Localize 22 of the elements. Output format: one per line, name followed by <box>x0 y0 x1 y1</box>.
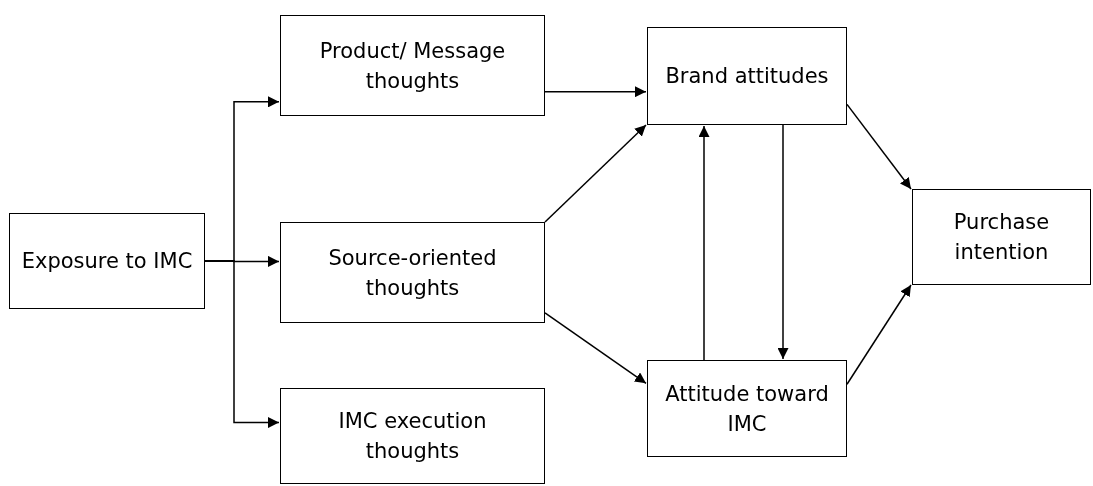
process-box <box>280 15 545 116</box>
process-box <box>9 213 205 309</box>
box-label: Product/ Message thoughts <box>318 37 507 95</box>
process-box <box>647 360 847 457</box>
process-box <box>647 27 847 125</box>
box-label: Source-oriented thoughts <box>327 244 498 302</box>
process-box <box>280 388 545 484</box>
box-label: Attitude toward IMC <box>664 380 830 438</box>
arrow <box>698 125 710 361</box>
box-label: Brand attitudes <box>665 63 829 90</box>
arrow <box>846 284 912 385</box>
arrow <box>204 260 280 429</box>
arrow <box>846 103 912 190</box>
box-label: Purchase intention <box>952 209 1051 266</box>
arrow <box>544 312 647 385</box>
process-box <box>280 222 545 323</box>
arrow <box>544 86 647 98</box>
process-box <box>912 189 1091 285</box>
arrow <box>544 124 647 223</box>
box-label: IMC execution thoughts <box>337 408 488 465</box>
box-label: Exposure to IMC <box>21 248 193 275</box>
arrow <box>777 124 789 360</box>
